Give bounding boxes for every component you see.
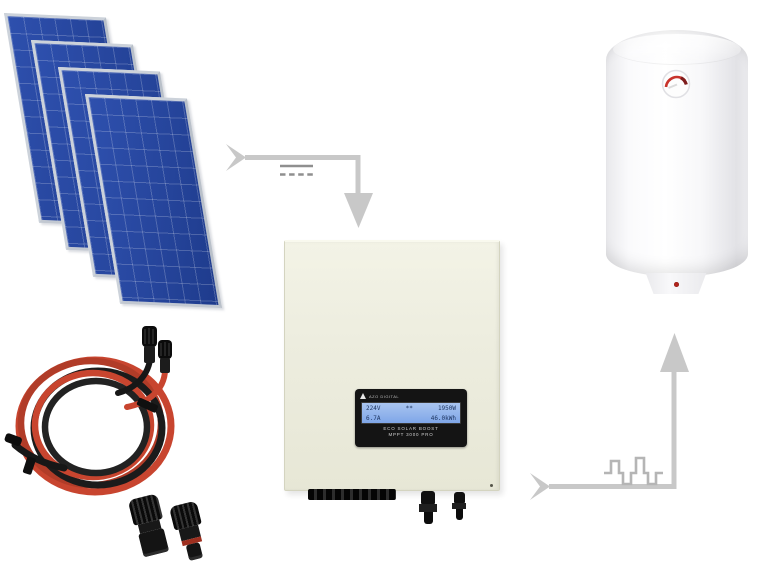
lcd-status: ** (405, 405, 413, 412)
cable-mc4-connector (142, 326, 157, 363)
cable-tie (22, 456, 36, 475)
heater-top-rim (613, 34, 741, 65)
heater-indicator-dot (674, 282, 679, 287)
arrow-panels-to-inverter (226, 144, 373, 228)
inverter-dc-socket (419, 491, 437, 524)
brand-triangle-icon (360, 393, 366, 399)
inverter-brand-row: AZO DIGITAL (360, 392, 462, 400)
inverter-screw (490, 484, 493, 487)
temperature-gauge (661, 69, 691, 99)
inverter-model-line2: MPPT 3000 PRO (388, 432, 434, 437)
solar-dc-cable-coil (4, 326, 175, 496)
heater-bottom-cap (645, 273, 707, 294)
electric-water-heater (606, 30, 748, 296)
inverter-dc-socket (452, 492, 466, 520)
cable-mc4-connector (158, 340, 172, 373)
cable-end-tip (4, 433, 22, 446)
lcd-current: 6.7A (366, 415, 381, 422)
inverter-model-line1: ECO SOLAR BOOST (383, 426, 439, 431)
square-wave-icon (604, 456, 663, 486)
lcd-energy: 46.0kWh (430, 415, 456, 422)
heater-tank (606, 30, 748, 276)
lcd-line1: 224V ** 1950W (366, 404, 456, 414)
dc-current-icon (280, 164, 313, 176)
inverter-lcd: 224V ** 1950W 6.7A 46.0kWh (361, 402, 461, 424)
lcd-power: 1950W (437, 405, 456, 412)
inverter-heatsink (308, 489, 396, 500)
brand-label: AZO DIGITAL (369, 393, 400, 399)
eco-solar-boost-inverter: AZO DIGITAL 224V ** 1950W 6.7A 46.0kWh E… (284, 240, 500, 524)
cable-tie (136, 397, 159, 413)
inverter-display: AZO DIGITAL 224V ** 1950W 6.7A 46.0kWh E… (355, 389, 467, 447)
lcd-voltage: 224V (366, 405, 381, 412)
lcd-line2: 6.7A 46.0kWh (366, 414, 456, 424)
arrow-inverter-to-heater (530, 333, 689, 500)
